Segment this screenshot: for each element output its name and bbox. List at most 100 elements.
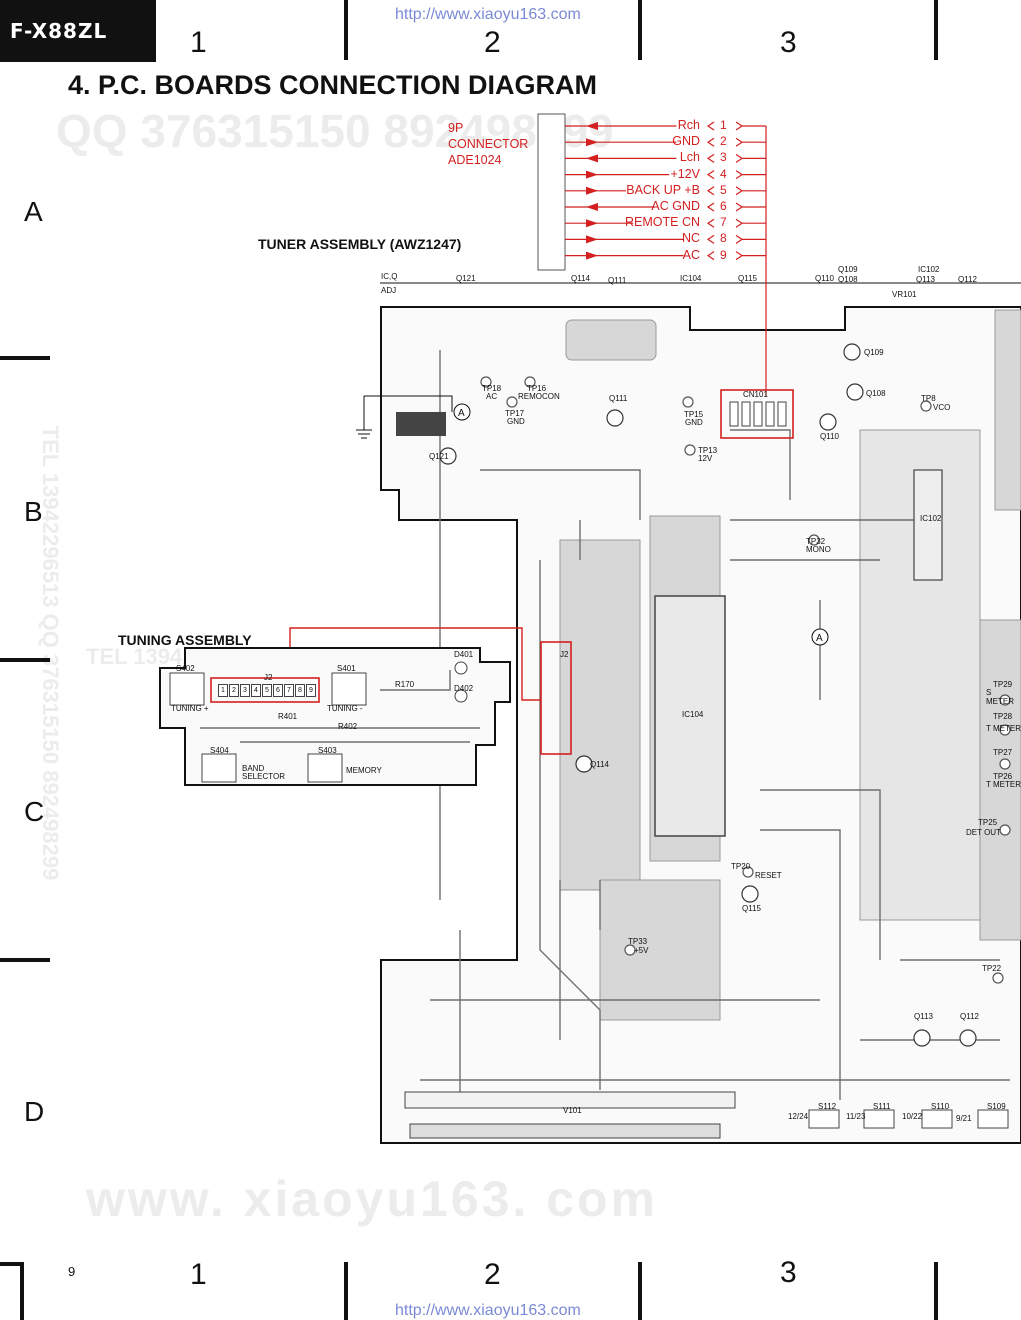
switch-s401 <box>331 672 367 706</box>
pin-bracket-7 <box>706 218 766 228</box>
top-label-vr101: VR101 <box>892 290 917 299</box>
pad-tp22 <box>992 972 1004 984</box>
tuning-board-outline <box>159 647 511 786</box>
pad-tp16 <box>524 376 536 388</box>
transistor-q110 <box>819 413 837 431</box>
label-gnd: GND <box>507 417 525 426</box>
label-selector: SELECTOR <box>242 772 285 781</box>
copper-lower-bus <box>599 879 721 1021</box>
heatsink-block <box>396 412 446 436</box>
switch-s404 <box>201 753 237 783</box>
top-label-q114: Q114 <box>571 274 590 283</box>
j2-red-wire <box>289 627 541 701</box>
label-sw-9-21: 9/21 <box>956 1114 972 1123</box>
pin-number-2: 2 <box>720 134 727 149</box>
pad-dots <box>480 376 1011 984</box>
label-q114: Q114 <box>590 760 609 769</box>
label-s111: S111 <box>873 1102 891 1111</box>
label-j2: J2 <box>560 650 569 659</box>
pin-arrow-4 <box>586 170 598 179</box>
label-mono: MONO <box>806 545 831 554</box>
pin-lines <box>565 121 766 261</box>
pin-arrow-3 <box>586 154 598 163</box>
row-letter-b: B <box>24 496 43 527</box>
label-sw-11-23: 11/23 <box>846 1112 866 1121</box>
label-q115: Q115 <box>742 904 761 913</box>
top-label-q111: Q111 <box>608 276 627 285</box>
label-tp25: TP25 <box>978 818 998 827</box>
pin-bracket-3 <box>706 153 766 163</box>
cn101-pin-2 <box>741 401 751 427</box>
label-reset: RESET <box>755 871 782 880</box>
column-number-2-bottom: 2 <box>484 1258 501 1291</box>
label-cn101: CN101 <box>743 390 768 399</box>
cn101-pin-4 <box>765 401 775 427</box>
marker-a-mid-text: A <box>816 633 823 644</box>
tuner-assembly-label: TUNER ASSEMBLY (AWZ1247) <box>258 236 462 252</box>
row-letter-d: D <box>24 1096 45 1127</box>
label-tp27: TP27 <box>993 748 1013 757</box>
cn101-highlight <box>720 389 794 439</box>
label-ic104: IC104 <box>682 710 704 719</box>
label-remocon: REMOCON <box>518 392 560 401</box>
label-r401: R401 <box>278 712 298 721</box>
copper-right-mid <box>979 619 1021 941</box>
switch-s111 <box>863 1109 895 1129</box>
watermark-site: www. xiaoyu163. com <box>86 1171 659 1227</box>
top-label-ic102: IC102 <box>918 265 940 274</box>
pin-bracket-2 <box>706 137 766 147</box>
pad-tp28 <box>999 724 1011 736</box>
label-v101: V101 <box>563 1106 582 1115</box>
label-tp22: TP22 <box>982 964 1002 973</box>
label-memory: MEMORY <box>346 766 382 775</box>
tuning-j2-pin-1: 1 <box>218 684 228 697</box>
pin-label-7: REMOTE CN <box>625 215 700 230</box>
tuning-j2-pin-6: 6 <box>273 684 283 697</box>
tuning-traces <box>200 670 480 743</box>
switch-s110 <box>921 1109 953 1129</box>
pin-number-8: 8 <box>720 231 727 246</box>
ground-wire <box>364 395 453 412</box>
label-tp29: TP29 <box>993 680 1013 689</box>
pin-label-3: Lch <box>679 150 700 165</box>
label-tp16: TP16 <box>527 384 547 393</box>
pad-tp17 <box>506 396 518 408</box>
switch-s112 <box>808 1109 840 1129</box>
label-s112: S112 <box>818 1102 837 1111</box>
pin-arrow-8 <box>586 235 598 244</box>
label-vco: VCO <box>933 403 951 412</box>
tuning-j2-pin-2: 2 <box>229 684 239 697</box>
led-d402 <box>454 689 468 703</box>
trace-10 <box>730 429 791 500</box>
pin-number-4: 4 <box>720 166 727 181</box>
led-d401 <box>454 661 468 675</box>
transistor-q114 <box>575 755 593 773</box>
tuning-j2-pin-7: 7 <box>284 684 294 697</box>
tuning-j2-pin-3: 3 <box>240 684 250 697</box>
pad-tp27 <box>999 758 1011 770</box>
pin-number-5: 5 <box>720 182 727 197</box>
transistor-q113 <box>913 1029 931 1047</box>
transistor-q115 <box>741 885 759 903</box>
label-ic-q: IC,Q <box>381 272 398 281</box>
ground-lines <box>356 396 372 439</box>
switch-s402 <box>169 672 205 706</box>
bottom-edge-connector <box>409 1123 721 1139</box>
corner-mark <box>0 1262 24 1320</box>
connector-label-line2: CONNECTOR <box>448 137 529 151</box>
label-q110: Q110 <box>820 432 839 441</box>
label-tp33: TP33 <box>628 937 648 946</box>
label-r402: R402 <box>338 722 358 731</box>
transistor-q121 <box>439 447 457 465</box>
pin-arrow-7 <box>586 219 598 228</box>
trace-7 <box>760 789 881 960</box>
top-label-q113: Q113 <box>916 275 935 284</box>
label-s110: S110 <box>931 1102 950 1111</box>
tuning-assembly-label: TUNING ASSEMBLY <box>118 632 252 648</box>
copper-pad-top <box>565 319 657 361</box>
model-badge: F-X88ZL <box>0 0 156 62</box>
cn101-pin-5 <box>777 401 787 427</box>
